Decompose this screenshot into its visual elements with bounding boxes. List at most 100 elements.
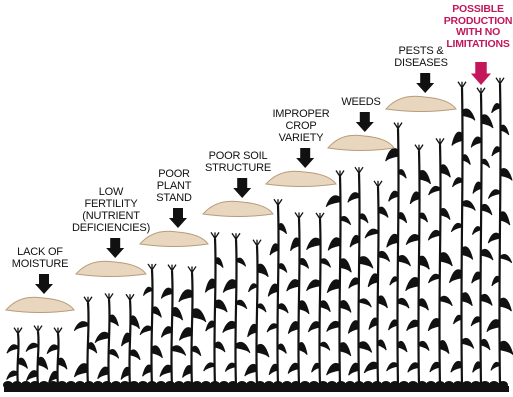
soil-clod bbox=[345, 381, 355, 389]
corn-leaf bbox=[88, 343, 97, 353]
corn-leaf bbox=[359, 257, 373, 269]
corn-leaf bbox=[408, 363, 419, 373]
corn-plant bbox=[428, 138, 452, 386]
corn-leaf bbox=[161, 288, 172, 298]
corn-leaf bbox=[161, 327, 172, 338]
corn-plant bbox=[326, 171, 351, 386]
soil-clod bbox=[93, 381, 103, 389]
corn-leaf bbox=[172, 346, 186, 356]
soil-clod bbox=[363, 381, 373, 389]
corn-leaf bbox=[257, 304, 266, 312]
corn-leaf bbox=[152, 346, 162, 358]
corn-plant bbox=[95, 293, 119, 386]
corn-leaf bbox=[236, 300, 247, 309]
corn-leaf bbox=[7, 345, 18, 353]
corn-leaf bbox=[472, 227, 481, 235]
corn-leaf bbox=[327, 363, 340, 375]
corn-leaf bbox=[471, 137, 481, 147]
corn-leaf bbox=[152, 307, 161, 317]
corn-leaf bbox=[95, 332, 109, 342]
corn-leaf bbox=[449, 270, 462, 283]
soil-clod bbox=[66, 381, 76, 389]
corn-plant bbox=[449, 82, 475, 386]
corn-leaf bbox=[500, 255, 512, 263]
corn-plant bbox=[267, 199, 288, 386]
corn-leaf bbox=[462, 293, 472, 306]
corn-plant bbox=[471, 88, 493, 386]
corn-leaf bbox=[398, 341, 407, 352]
corn-leaf bbox=[451, 223, 462, 231]
corn-leaf bbox=[140, 326, 152, 335]
corn-leaf bbox=[462, 247, 473, 260]
corn-leaf bbox=[308, 322, 320, 332]
corn-leaf bbox=[500, 169, 512, 181]
corn-leaf bbox=[143, 287, 152, 295]
corn-leaf bbox=[291, 238, 299, 251]
corn-plant bbox=[47, 328, 67, 386]
corn-leaf bbox=[257, 344, 269, 357]
corn-leaf bbox=[215, 342, 225, 352]
corn-leaf bbox=[378, 340, 386, 350]
corn-leaf bbox=[320, 301, 330, 312]
corn-leaf bbox=[419, 256, 429, 269]
corn-leaf bbox=[452, 132, 462, 145]
grain-sack bbox=[6, 297, 74, 312]
corn-leaf bbox=[410, 192, 419, 204]
soil-clod bbox=[75, 381, 85, 389]
corn-leaf bbox=[492, 147, 500, 156]
corn-stalk bbox=[439, 144, 440, 386]
corn-leaf bbox=[38, 357, 48, 369]
down-arrow-icon bbox=[356, 112, 374, 132]
corn-leaf bbox=[307, 280, 320, 291]
soil-clod bbox=[3, 381, 13, 389]
corn-plant bbox=[179, 266, 206, 386]
corn-leaf bbox=[365, 229, 378, 238]
corn-leaf bbox=[215, 300, 227, 312]
corn-leaf bbox=[58, 358, 67, 369]
corn-plant bbox=[160, 265, 186, 386]
label-possible-production: POSSIBLE PRODUCTION WITH NO LIMITATIONS bbox=[442, 4, 513, 50]
corn-leaf bbox=[500, 341, 513, 354]
corn-leaf bbox=[359, 299, 371, 307]
soil-clod bbox=[192, 381, 202, 389]
soil-clod bbox=[102, 381, 112, 389]
soil-clod bbox=[111, 381, 121, 389]
down-arrow-icon bbox=[233, 178, 251, 198]
corn-leaf bbox=[328, 238, 340, 251]
corn-leaf bbox=[257, 264, 268, 277]
corn-leaf bbox=[368, 274, 378, 287]
corn-leaf bbox=[481, 339, 490, 350]
corn-leaf bbox=[378, 296, 387, 308]
label-improper-crop-variety: IMPROPER CROP VARIETY bbox=[254, 108, 348, 144]
corn-leaf bbox=[326, 196, 340, 207]
corn-leaf bbox=[288, 322, 299, 334]
corn-leaf bbox=[172, 308, 183, 321]
corn-leaf bbox=[122, 333, 130, 346]
corn-leaf bbox=[204, 363, 215, 371]
corn-leaf bbox=[386, 148, 398, 161]
corn-leaf bbox=[340, 301, 351, 313]
corn-leaf bbox=[109, 349, 119, 358]
corn-leaf bbox=[462, 109, 475, 120]
corn-leaf bbox=[268, 284, 278, 296]
corn-leaf bbox=[406, 278, 419, 291]
corn-leaf bbox=[481, 115, 493, 128]
soil-clod bbox=[264, 381, 274, 389]
corn-leaf bbox=[462, 338, 474, 348]
corn-leaf bbox=[429, 186, 440, 195]
down-arrow-icon bbox=[416, 73, 434, 93]
corn-leaf bbox=[287, 280, 299, 291]
corn-leaf bbox=[225, 363, 236, 371]
corn-leaf bbox=[492, 104, 500, 113]
corn-plant bbox=[7, 328, 28, 386]
corn-leaf bbox=[327, 280, 340, 293]
corn-leaf bbox=[245, 364, 257, 376]
soil-clod bbox=[309, 381, 319, 389]
corn-leaf bbox=[278, 344, 286, 354]
soil-clod bbox=[237, 381, 247, 389]
soil-clod bbox=[174, 381, 184, 389]
corn-leaf bbox=[179, 290, 192, 302]
corn-leaf bbox=[487, 320, 500, 332]
corn-plant bbox=[287, 212, 309, 386]
corn-leaf bbox=[26, 371, 38, 381]
